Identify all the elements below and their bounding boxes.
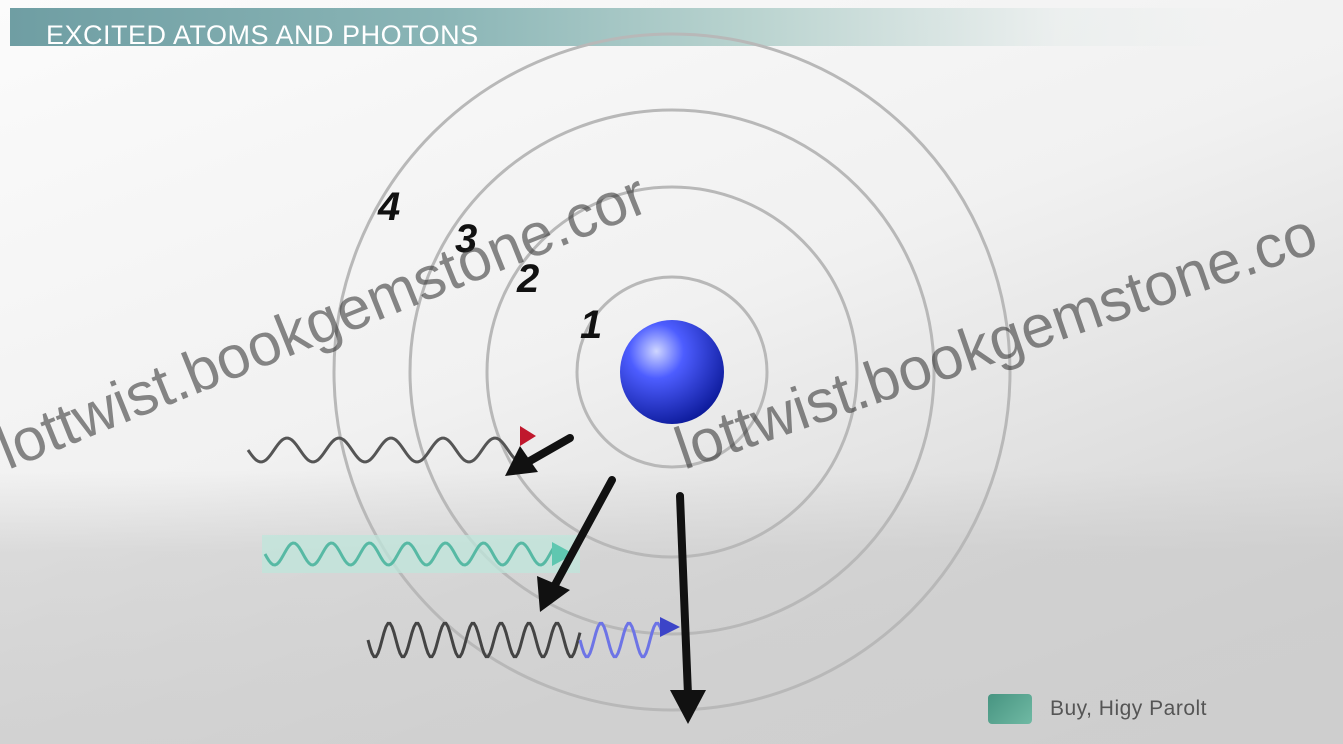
photon-red-wave [246,436,522,464]
arrow-1-shaft [524,434,574,466]
transition-arrows [505,434,706,724]
arrow-1-head [505,446,538,476]
floor-shade [0,470,1343,744]
shell-label-1: 1 [580,303,602,347]
photon-blue-head [660,617,680,637]
slide-title: EXCITED ATOMS AND PHOTONS [46,20,479,50]
orbit-3 [408,108,936,636]
orbit-4 [332,32,1012,712]
orbit-rings [332,32,1012,712]
orbit-2 [485,185,859,559]
photon-green-wave [263,541,557,567]
title-bar: EXCITED ATOMS AND PHOTONS [10,8,1240,50]
arrow-3-shaft [676,492,692,699]
shell-label-2: 2 [516,257,539,301]
logo-icon [988,694,1032,724]
logo-text: Buy, Higy Parolt [1050,697,1207,720]
arrow-2-shaft [551,476,616,589]
orbit-1 [575,275,769,469]
photon-red-head [520,426,536,446]
shell-label-3: 3 [455,217,477,261]
photon-blue-wave-tint [578,621,664,659]
electron-ball [620,320,724,424]
publisher-logo: Buy, Higy Parolt [988,692,1207,726]
photon-green-band [262,535,580,573]
shell-label-4: 4 [377,185,400,229]
watermark-left: lottwist.bookgemstone.cor [0,160,656,482]
watermark-right: lottwist.bookgemstone.co [666,200,1325,483]
arrow-3-head [670,690,706,724]
photon-blue-wave [366,621,582,659]
photon-green-head [552,542,574,566]
arrow-2-head [537,576,570,612]
